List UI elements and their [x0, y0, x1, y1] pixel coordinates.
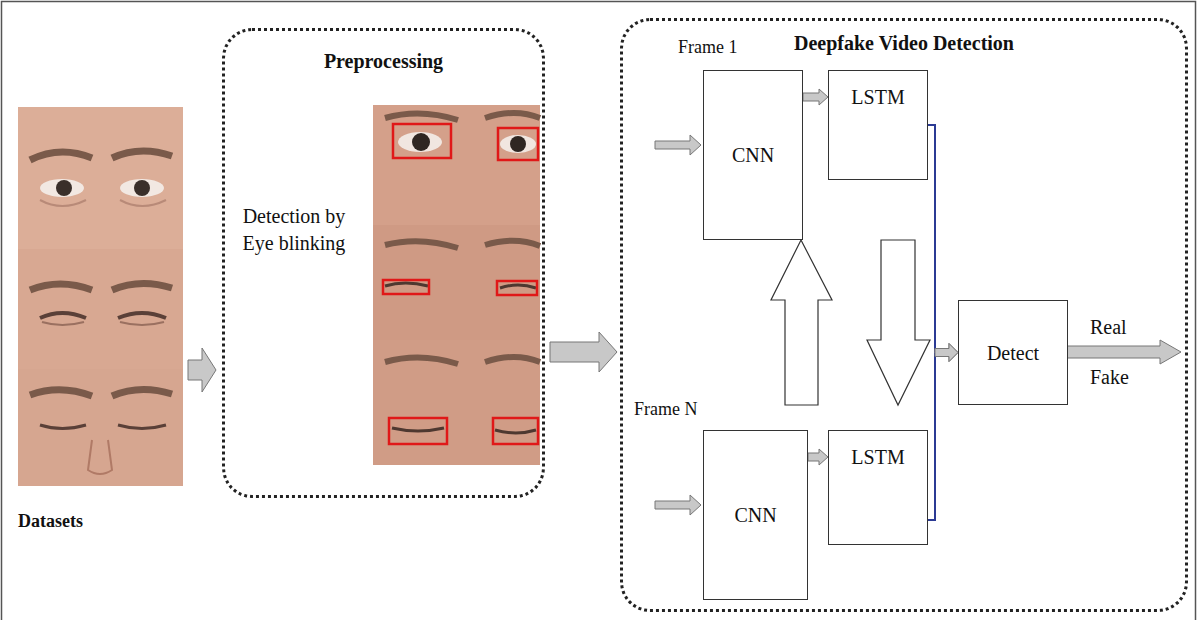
connector [928, 125, 958, 362]
output-label: Real [1090, 316, 1127, 338]
process-box: CNN [703, 430, 808, 600]
group-title: Preprocessing [225, 49, 542, 73]
input-arrow [655, 495, 701, 515]
box-label: CNN [732, 143, 774, 167]
frame-label: Frame N [634, 398, 697, 420]
connector [803, 89, 828, 105]
frame-label: Frame 1 [678, 36, 737, 58]
output-arrow [1066, 340, 1181, 364]
connector [808, 449, 828, 465]
box-label: CNN [734, 503, 776, 527]
connector [928, 344, 958, 521]
input-arrow [655, 135, 701, 155]
hollow-down-arrow [867, 240, 930, 405]
process-box: Detect [958, 300, 1068, 405]
box-label: LSTM [851, 85, 904, 109]
connector [550, 332, 617, 372]
output-label: Fake [1090, 366, 1129, 388]
detection-group: Deepfake Video DetectionCNNLSTMCNNLSTMDe… [620, 18, 1188, 612]
process-box: CNN [703, 70, 803, 240]
face-images [18, 107, 183, 486]
step-text: Detection by Eye blinking [233, 203, 355, 257]
flow-arrow [188, 348, 216, 392]
process-box: LSTM [828, 430, 928, 545]
box-label: Detect [987, 341, 1039, 365]
dataset-label: Datasets [18, 510, 83, 532]
eye-crops [373, 105, 540, 465]
preprocessing-group: PreprocessingDetection by Eye blinking [222, 28, 545, 498]
box-label: LSTM [851, 445, 904, 469]
process-box: LSTM [828, 70, 928, 180]
hollow-up-arrow [771, 240, 832, 405]
